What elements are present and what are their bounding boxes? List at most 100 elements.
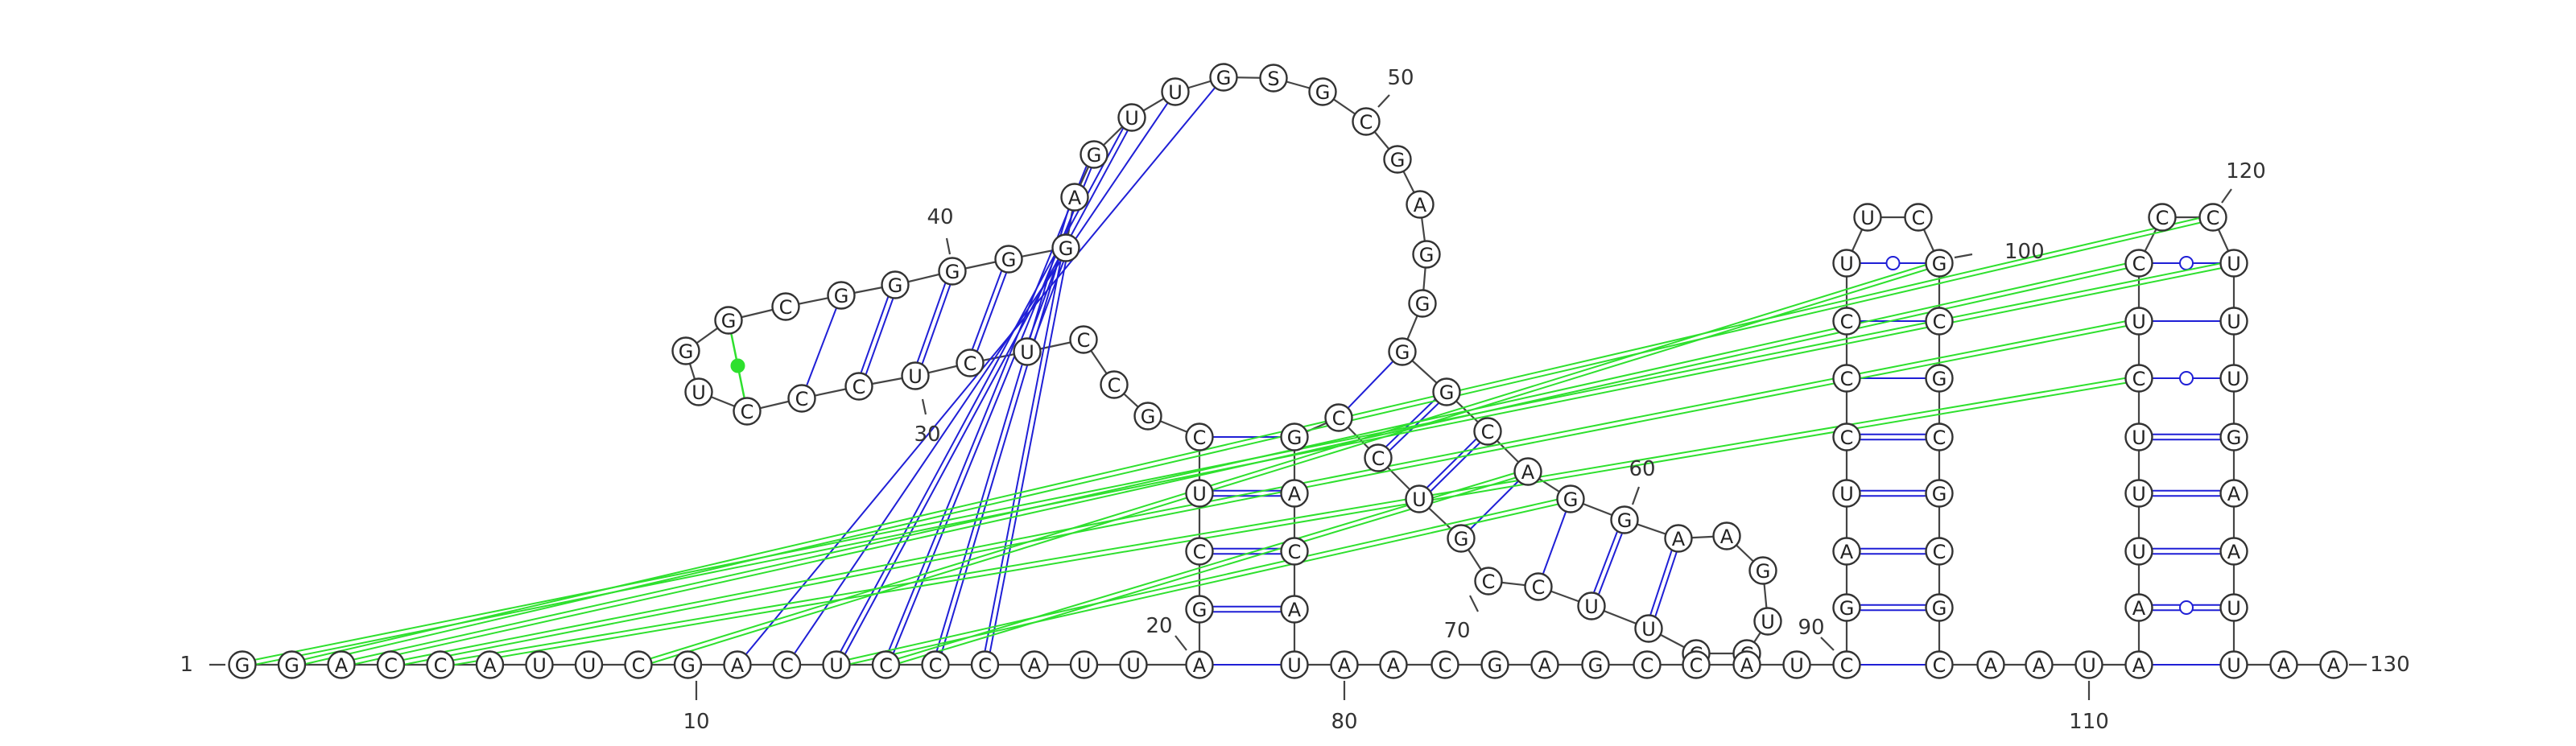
nucleotide-circle — [1447, 524, 1476, 553]
nucleotide-circle — [822, 650, 851, 679]
nucleotide-letter: C — [1933, 427, 1946, 449]
nucleotide-letter: C — [879, 654, 893, 677]
nucleotide: U — [2124, 307, 2153, 336]
nucleotide-circle — [1185, 479, 1214, 508]
nucleotide-circle — [624, 650, 653, 679]
nucleotide: C — [787, 384, 816, 413]
nucleotide-letter: G — [721, 310, 737, 332]
nucleotide-letter: A — [483, 654, 497, 677]
nucleotide-circle — [1581, 650, 1610, 679]
nucleotide: G — [1383, 145, 1412, 174]
nucleotide: A — [327, 650, 356, 679]
nucleotide-circle — [1119, 650, 1148, 679]
nucleotide-letter: U — [2227, 311, 2241, 333]
nucleotide-letter: C — [852, 376, 866, 398]
nucleotide-circle — [1185, 422, 1214, 451]
nucleotide: U — [2074, 650, 2103, 679]
nucleotide-letter: C — [1532, 576, 1546, 599]
nucleotide: A — [2269, 650, 2298, 679]
position-tick — [1174, 635, 1187, 651]
nucleotide-letter: C — [741, 401, 754, 423]
nucleotide-circle — [1610, 505, 1639, 534]
nucleotide-letter: U — [1761, 611, 1775, 633]
nucleotide-circle — [901, 361, 930, 390]
nucleotide-letter: C — [929, 654, 943, 677]
nucleotide: C — [1832, 422, 1861, 451]
nucleotide-circle — [1330, 650, 1359, 679]
nucleotide-circle — [1832, 249, 1861, 278]
nucleotide-letter: A — [1193, 654, 1207, 677]
nucleotide: G — [881, 270, 910, 299]
nucleotide-circle — [1633, 650, 1662, 679]
nucleotide-circle — [1324, 403, 1353, 432]
nucleotide-circle — [671, 336, 700, 365]
nucleotide-circle — [714, 306, 743, 335]
nucleotide-letter: U — [2132, 483, 2146, 505]
nucleotide-letter: U — [2132, 541, 2146, 563]
nucleotide-letter: A — [2033, 654, 2046, 677]
nucleotide: A — [1379, 650, 1408, 679]
nucleotide-letter: U — [1077, 654, 1092, 677]
nucleotide-letter: U — [1168, 81, 1183, 104]
nucleotide-letter: A — [1740, 654, 1754, 677]
position-label: 20 — [1146, 614, 1172, 638]
nucleotide-circle — [1432, 377, 1461, 406]
nucleotide-letter: A — [1068, 187, 1082, 209]
nucleotide-letter: A — [1288, 483, 1302, 505]
nucleotide-letter: G — [679, 340, 694, 363]
nucleotide-circle — [525, 650, 554, 679]
nucleotide: G — [1280, 422, 1309, 451]
nucleotide-letter: G — [1287, 427, 1302, 449]
nucleotide: G — [1408, 289, 1437, 318]
nucleotide-circle — [1925, 249, 1954, 278]
nucleotide: C — [426, 650, 455, 679]
nucleotide: G — [1832, 593, 1861, 622]
nucleotide: C — [2148, 203, 2177, 232]
nucleotide: C — [1925, 307, 1954, 336]
nucleotide-letter: U — [532, 654, 547, 677]
nucleotide-letter: A — [335, 654, 349, 677]
nucleotide-letter: G — [834, 285, 849, 307]
nucleotide: G — [827, 281, 856, 310]
nucleotide-letter: C — [1933, 654, 1946, 677]
nucleotide-circle — [1480, 650, 1509, 679]
nucleotide-letter: C — [1108, 374, 1121, 397]
nucleotide: C — [1832, 307, 1861, 336]
position-label: 10 — [683, 710, 709, 734]
nucleotide-letter: A — [2227, 483, 2241, 505]
nucleotide: A — [1832, 537, 1861, 566]
nucleotide-letter: C — [1481, 421, 1495, 443]
nucleotide-letter: U — [1126, 654, 1141, 677]
nucleotide-circle — [881, 270, 910, 299]
nucleotide: G — [1925, 249, 1954, 278]
nucleotide: G — [1209, 63, 1238, 92]
nucleotide: U — [1577, 591, 1606, 620]
nucleotide: A — [2319, 650, 2348, 679]
nucleotide-letter: G — [945, 261, 960, 283]
nucleotide: A — [1664, 524, 1693, 553]
nucleotide: C — [1925, 422, 1954, 451]
nucleotide: U — [1119, 650, 1148, 679]
nucleotide-letter: U — [829, 654, 844, 677]
canonical-pair-line — [1538, 498, 1571, 587]
nucleotide-letter: C — [632, 654, 646, 677]
nucleotide-letter: G — [1756, 560, 1771, 583]
nucleotide: G — [2219, 422, 2248, 451]
nucleotide: C — [1474, 567, 1503, 596]
nucleotide-letter: U — [1287, 654, 1302, 677]
canonical-pair-line — [967, 258, 1007, 363]
nucleotide-circle — [1161, 77, 1190, 106]
nucleotide-letter: U — [1839, 253, 1854, 275]
nucleotide: C — [1904, 203, 1933, 232]
nucleotide-circle — [1280, 479, 1309, 508]
nucleotide-circle — [1185, 595, 1214, 624]
nucleotide: G — [714, 306, 743, 335]
nucleotide-letter: G — [1390, 149, 1406, 171]
nucleotide-letter: U — [908, 365, 923, 388]
nucleotide: A — [2124, 593, 2153, 622]
nucleotide: C — [871, 650, 901, 679]
nucleotide: U — [1634, 614, 1663, 643]
nucleotide-letter: G — [1216, 67, 1232, 89]
nucleotide-circle — [2124, 593, 2153, 622]
